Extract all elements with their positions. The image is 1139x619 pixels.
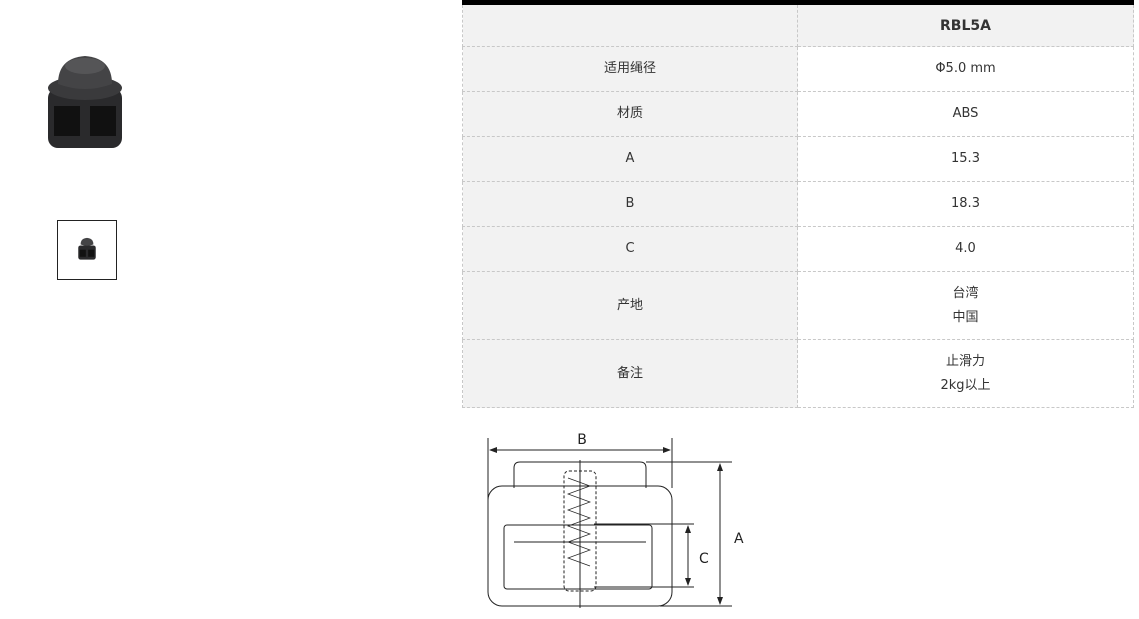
spec-label: B bbox=[462, 181, 798, 227]
label-a: A bbox=[734, 531, 744, 547]
spec-label: 材质 bbox=[462, 91, 798, 137]
product-image bbox=[40, 48, 130, 158]
spec-label: 备注 bbox=[462, 339, 798, 408]
label-b: B bbox=[577, 432, 587, 448]
model-header: RBL5A bbox=[797, 2, 1134, 47]
value-line: 2kg以上 bbox=[940, 377, 991, 393]
spec-label: A bbox=[462, 136, 798, 182]
spec-value: Φ5.0 mm bbox=[797, 46, 1134, 92]
spec-value: 15.3 bbox=[797, 136, 1134, 182]
table-header-row: RBL5A bbox=[462, 2, 1134, 47]
spec-value: 4.0 bbox=[797, 226, 1134, 272]
value-line: 台湾 bbox=[952, 285, 979, 301]
table-row: 产地台湾中国 bbox=[462, 271, 1134, 340]
value-line: 止滑力 bbox=[945, 353, 985, 369]
header-empty-cell bbox=[462, 2, 798, 47]
spec-value: 18.3 bbox=[797, 181, 1134, 227]
label-c: C bbox=[699, 551, 709, 567]
table-row: 备注 止滑力 2kg以上 bbox=[462, 339, 1134, 408]
dimension-diagram: B A C bbox=[487, 432, 744, 608]
value-line: 中国 bbox=[952, 309, 979, 325]
spec-label: 适用绳径 bbox=[462, 46, 798, 92]
spec-value: 台湾中国 bbox=[797, 271, 1134, 340]
spec-value: 止滑力 2kg以上 bbox=[797, 339, 1134, 408]
spec-value: ABS bbox=[797, 91, 1134, 137]
spec-label: C bbox=[462, 226, 798, 272]
thumbnail-image[interactable] bbox=[57, 220, 117, 280]
spec-label: 产地 bbox=[462, 271, 798, 340]
